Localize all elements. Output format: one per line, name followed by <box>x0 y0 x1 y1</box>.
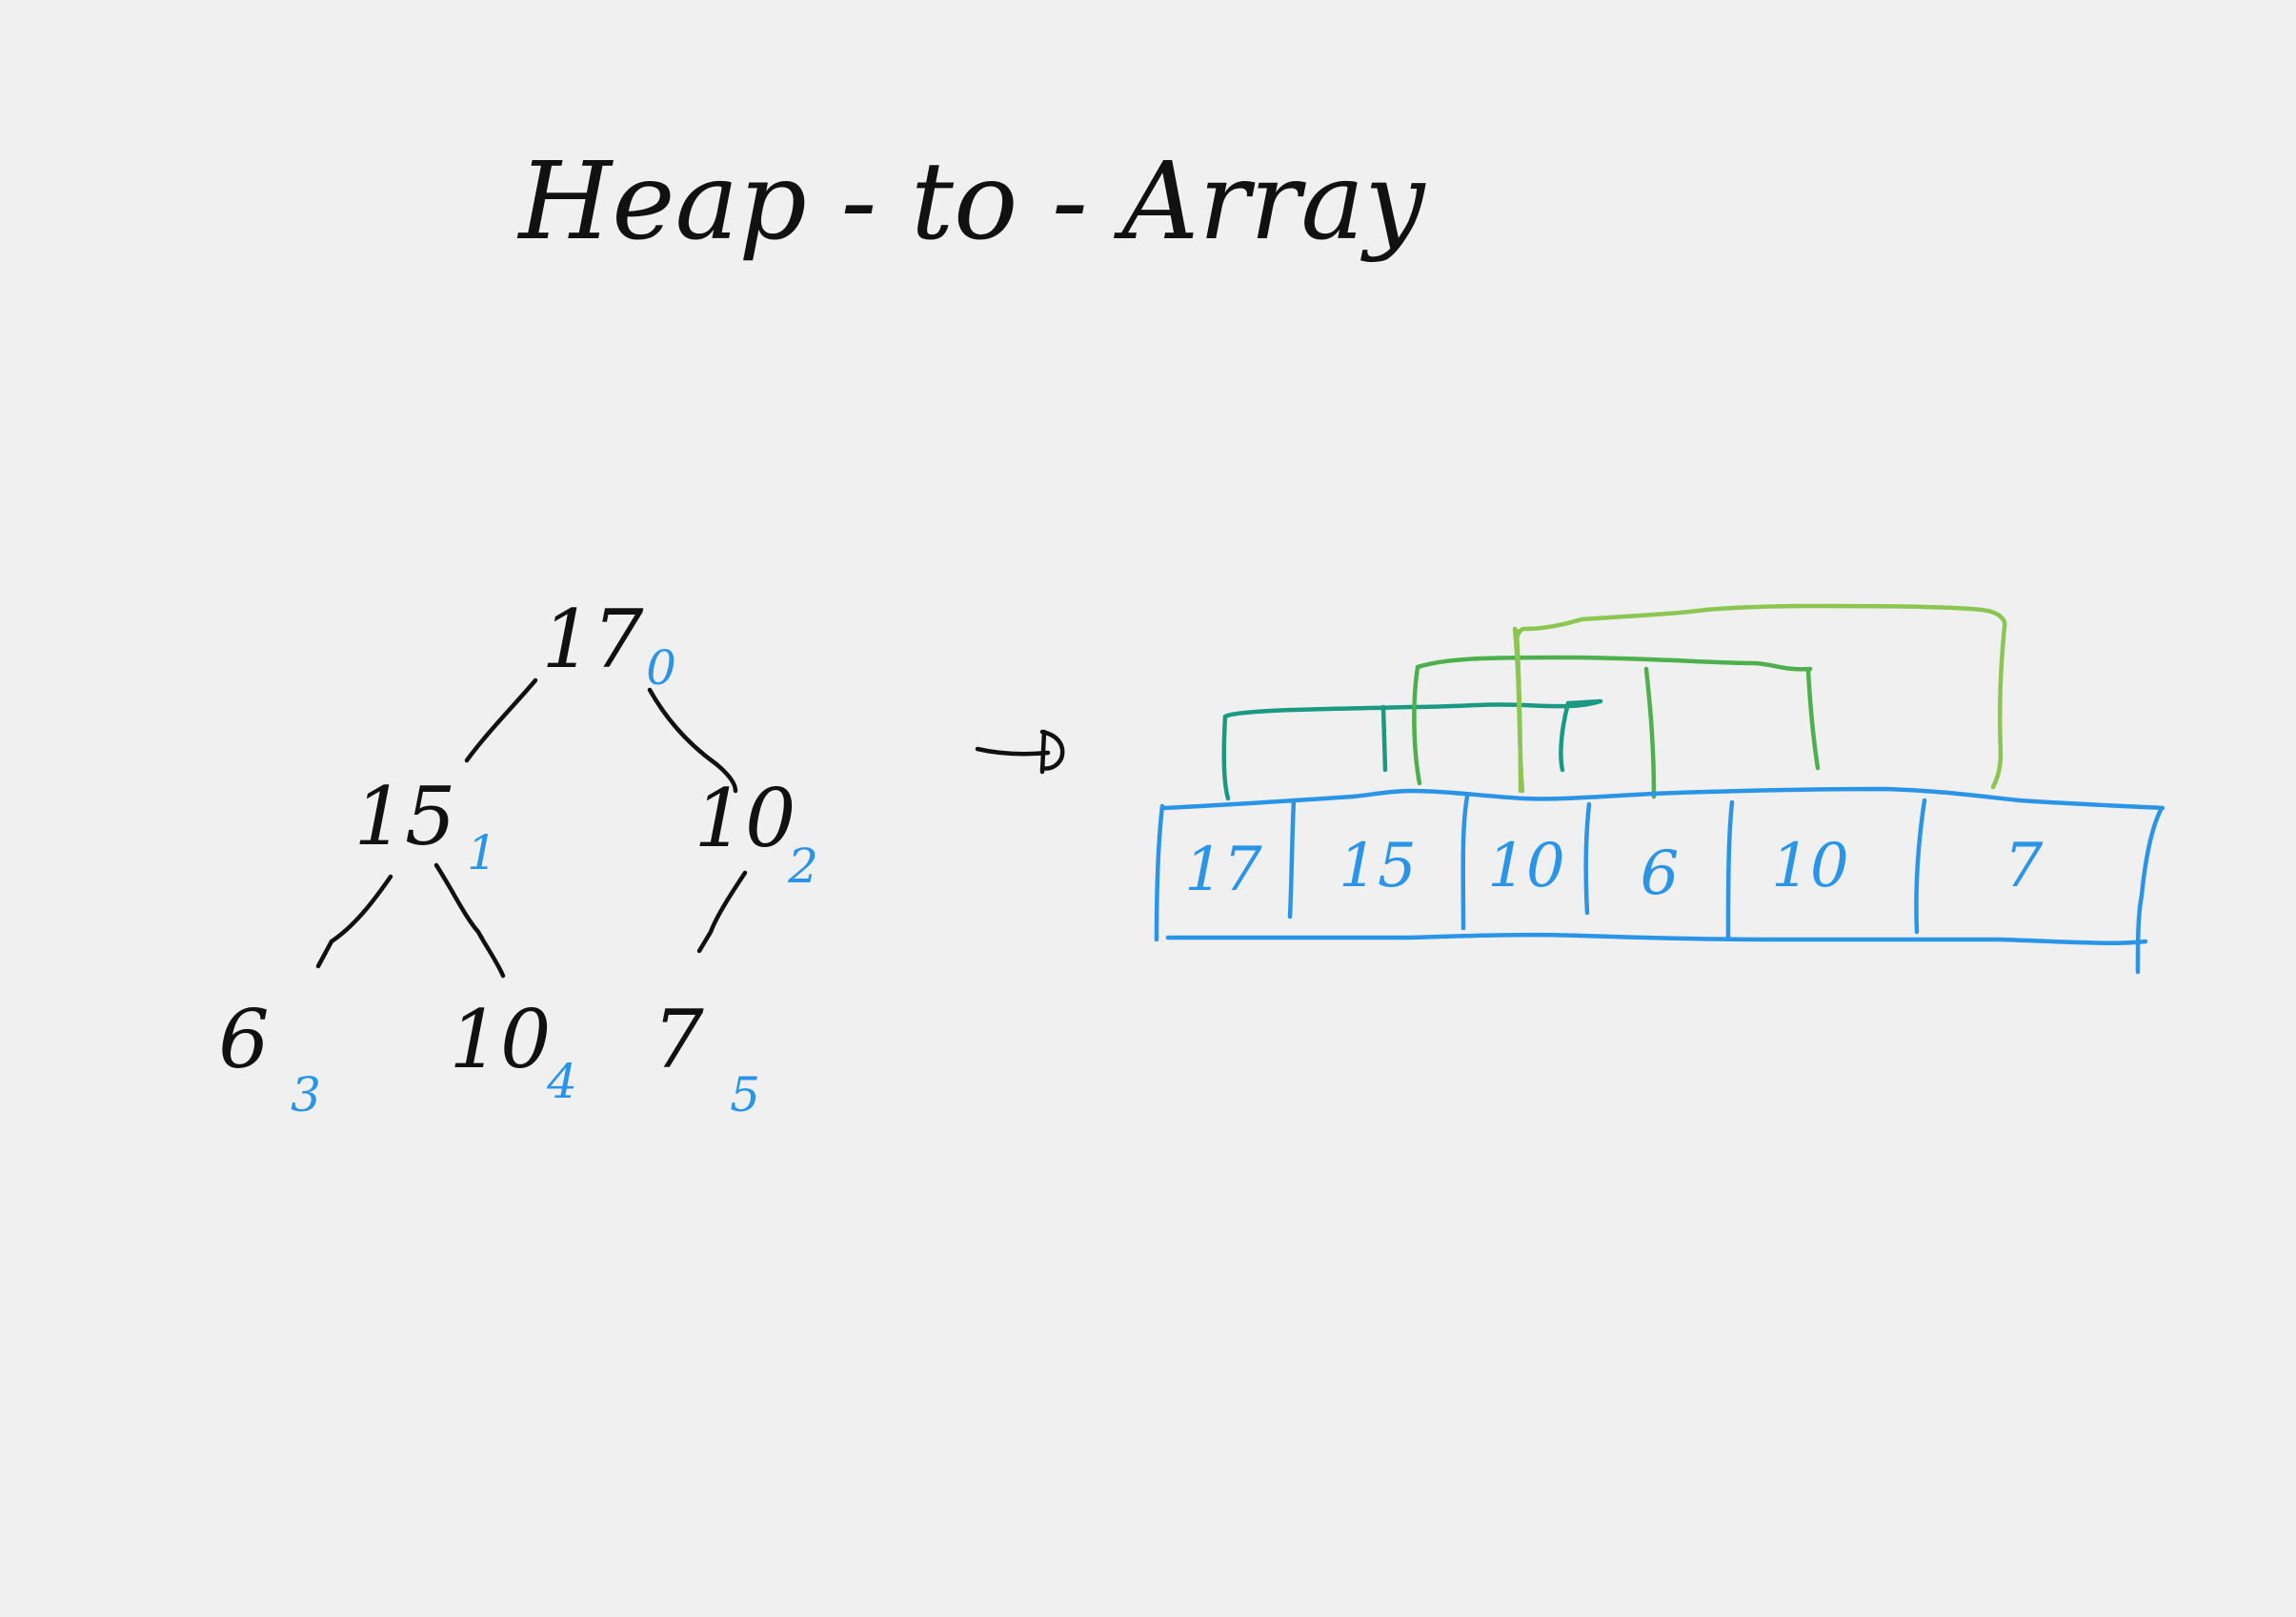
tree-edge-1-3 <box>315 874 393 969</box>
link-bracket-1 <box>1412 655 1821 786</box>
tree-edge-0-1 <box>464 677 538 763</box>
arrow-right-icon <box>975 729 1065 775</box>
array-cell: 7 <box>2004 831 2044 901</box>
tree-node-index: 3 <box>291 1067 321 1122</box>
tree-node-index: 4 <box>546 1054 577 1109</box>
array-divider <box>1583 801 1592 916</box>
tree-edges <box>315 677 748 979</box>
tree-edge-1-4 <box>433 862 506 979</box>
array-cell: 17 <box>1184 835 1262 905</box>
array-cell: 10 <box>1771 831 1848 901</box>
array-box <box>1154 786 2165 975</box>
tree-node-index: 2 <box>787 839 818 894</box>
link-bracket-2-left-child <box>1514 628 1523 794</box>
tree-node-value: 6 <box>218 993 269 1086</box>
array-bottom-edge <box>1165 932 2148 945</box>
tree-node-value: 15 <box>354 770 456 863</box>
array-links <box>1221 603 2007 801</box>
link-bracket-0-left-child <box>1380 704 1388 773</box>
tree-node-value: 7 <box>653 993 704 1086</box>
tree-node-value: 10 <box>695 772 796 865</box>
array-right-edge <box>2135 807 2164 975</box>
tree-node-value: 10 <box>450 993 552 1086</box>
tree-indices: 0 1 2 3 4 5 <box>291 640 818 1122</box>
tree-edge-2-5 <box>696 870 748 954</box>
tree-node-index: 0 <box>646 640 676 696</box>
tree-node-index: 1 <box>467 825 497 880</box>
array-top-edge <box>1161 786 2165 811</box>
link-bracket-0 <box>1221 698 1603 801</box>
array-divider <box>1287 798 1297 920</box>
array-divider <box>1725 799 1735 940</box>
link-bracket-1-left-child <box>1643 666 1657 799</box>
diagram-title: Heap - to - Array <box>517 140 1427 264</box>
link-bracket-2 <box>1512 603 2007 794</box>
tree-nodes: 17 15 10 6 10 7 <box>218 593 796 1086</box>
tree-node-index: 5 <box>730 1067 760 1122</box>
array-cell: 15 <box>1339 831 1416 901</box>
array-cells: 17 15 10 6 10 7 <box>1184 831 2043 909</box>
array-cell: 6 <box>1641 839 1680 909</box>
array-cell: 10 <box>1487 831 1564 901</box>
tree-edge-0-2 <box>647 687 738 794</box>
tree-node-value: 17 <box>542 593 644 686</box>
array-divider <box>1460 794 1470 931</box>
array-divider <box>1914 798 1927 935</box>
array-left-edge <box>1154 803 1165 942</box>
